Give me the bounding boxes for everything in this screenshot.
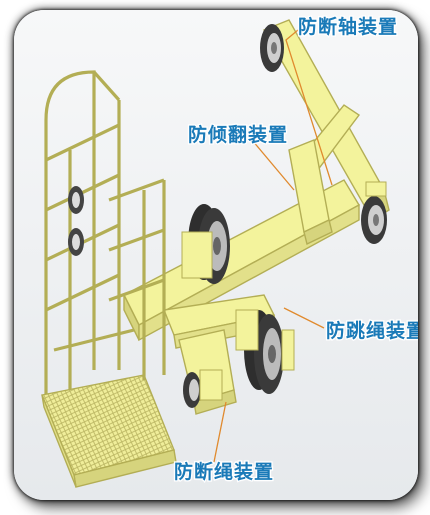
top-wheel (260, 24, 284, 72)
vertical-post (288, 139, 333, 246)
anti-rope-jump-wheels (235, 309, 295, 394)
platform-uprights (108, 178, 166, 380)
image-frame: 防断轴装置 防倾翻装置 防跳绳装置 防断绳装置 (14, 10, 418, 500)
leader-rope-jump (283, 307, 325, 329)
label-anti-tipping: 防倾翻装置 (187, 123, 289, 148)
leader-shaft-break (285, 29, 333, 186)
leader-rope-break (213, 401, 227, 463)
leader-lines (213, 29, 333, 463)
leader-tipping (251, 139, 295, 191)
label-anti-rope-jump: 防跳绳装置 (325, 319, 418, 344)
platform-floor (41, 374, 177, 488)
platform-rollers (68, 186, 84, 256)
anti-rope-break-wheel (183, 369, 223, 408)
label-anti-rope-break: 防断绳装置 (173, 460, 275, 485)
right-end-wheel (361, 181, 387, 244)
anti-tipping-wheels (181, 204, 230, 284)
label-anti-shaft-break: 防断轴装置 (297, 15, 399, 40)
equipment-illustration (14, 10, 418, 500)
